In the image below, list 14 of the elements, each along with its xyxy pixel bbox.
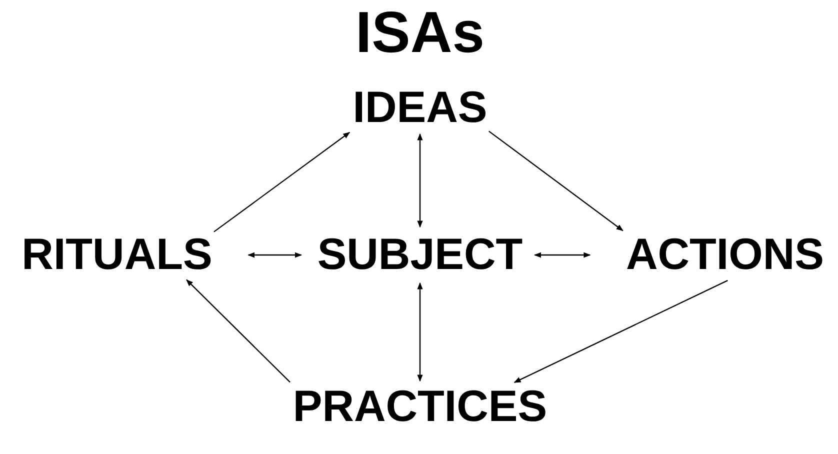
arrow <box>417 133 423 228</box>
node-label: SUBJECT <box>317 233 523 277</box>
arrow <box>488 130 624 232</box>
node-label: ACTIONS <box>626 233 824 277</box>
node-label: PRACTICES <box>292 385 548 429</box>
arrow <box>534 252 591 258</box>
arrow <box>514 280 728 383</box>
node-label: RITUALS <box>22 233 212 277</box>
arrow <box>248 252 302 258</box>
arrow <box>417 282 423 382</box>
title: ISAs <box>356 4 484 62</box>
arrow <box>186 279 290 383</box>
arrow <box>214 132 350 232</box>
node-label: IDEAS <box>352 86 488 130</box>
